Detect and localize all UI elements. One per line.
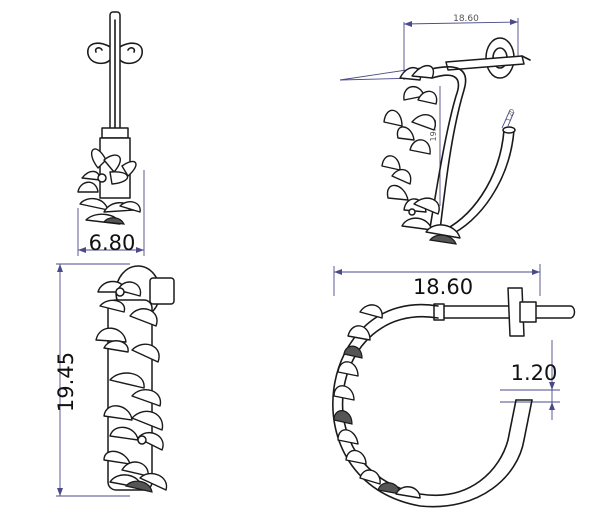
wire-thickness-label: 1.20 [511,361,558,385]
profile-view: 18.60 1.20 [332,264,576,508]
width-side-label: 18.60 [413,275,473,299]
width-front-label: 6.80 [89,231,136,255]
iso-width-label: 18.60 [453,14,479,24]
height-side-label: 19.45 [54,352,78,412]
front-view: 6.80 [77,11,145,256]
iso-wire-label: 1.20 [505,108,516,123]
isometric-view: 18.60 19.45 1.20 [339,14,531,245]
side-view: 19.45 [54,263,175,497]
